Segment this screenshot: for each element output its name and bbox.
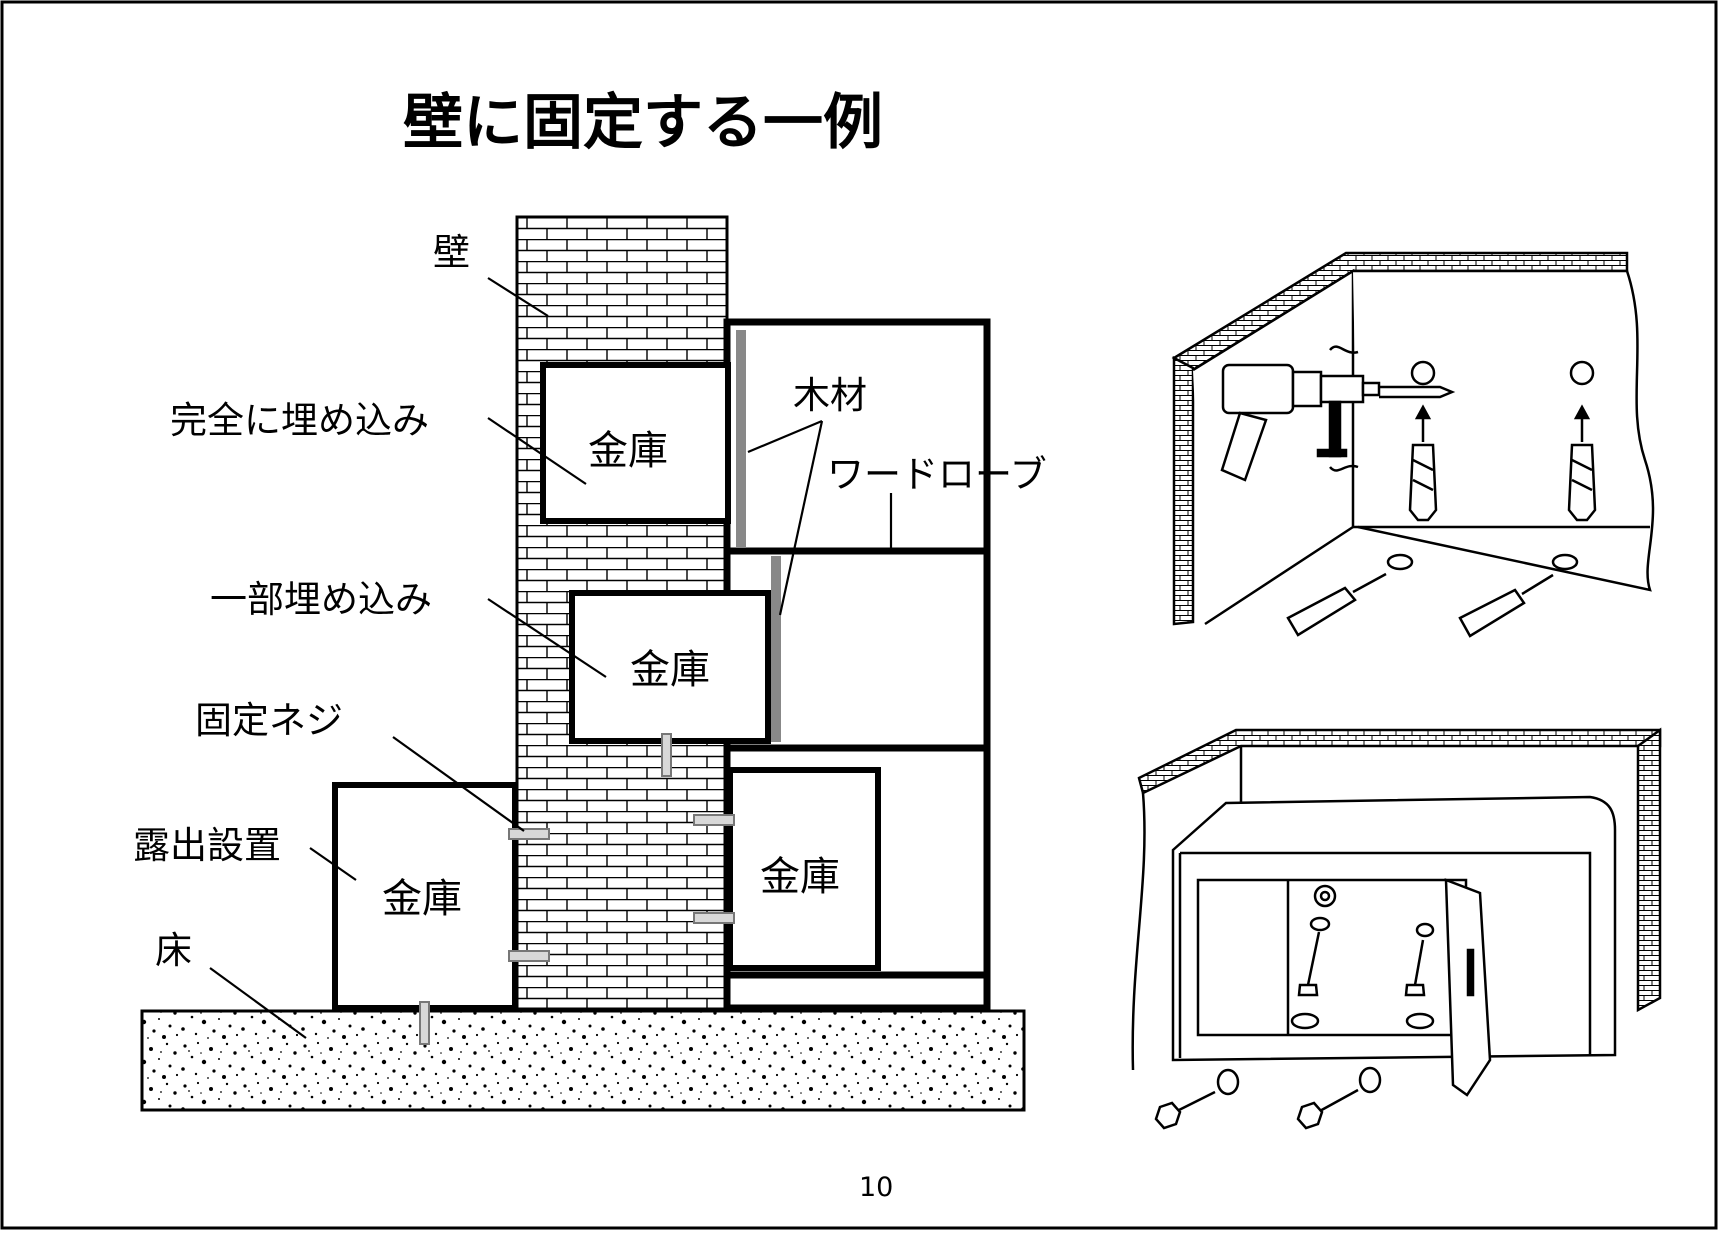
label-partial-embed: 一部埋め込み: [210, 578, 432, 621]
safe-label: 金庫: [630, 647, 710, 693]
drilling-illustration: [1171, 251, 1655, 638]
timber-strip: [771, 556, 781, 742]
timber-strip: [736, 330, 746, 548]
wall-section-diagram: 金庫 金庫 金庫 金庫: [133, 215, 1047, 1112]
leader-lines: [209, 277, 893, 1039]
fixing-screws: [419, 733, 735, 1045]
safe-bolting-illustration: [1131, 727, 1662, 1130]
label-floor: 床: [155, 929, 192, 972]
label-full-embed: 完全に埋め込み: [170, 399, 429, 442]
safe-label: 金庫: [760, 854, 840, 900]
label-fixing-screw: 固定ネジ: [195, 699, 343, 742]
label-exposed: 露出設置: [133, 824, 281, 867]
safe-fully-embedded: [540, 362, 731, 524]
safe-label: 金庫: [382, 876, 462, 922]
safe-label: 金庫: [588, 428, 668, 474]
label-wardrobe: ワードローブ: [827, 453, 1047, 496]
safe-in-wardrobe: [727, 767, 881, 971]
concrete-floor: [140, 1009, 1026, 1112]
page-title: 壁に固定する一例: [403, 88, 883, 158]
label-wall: 壁: [433, 231, 470, 274]
label-timber: 木材: [793, 374, 867, 417]
page-number: 10: [859, 1172, 893, 1203]
